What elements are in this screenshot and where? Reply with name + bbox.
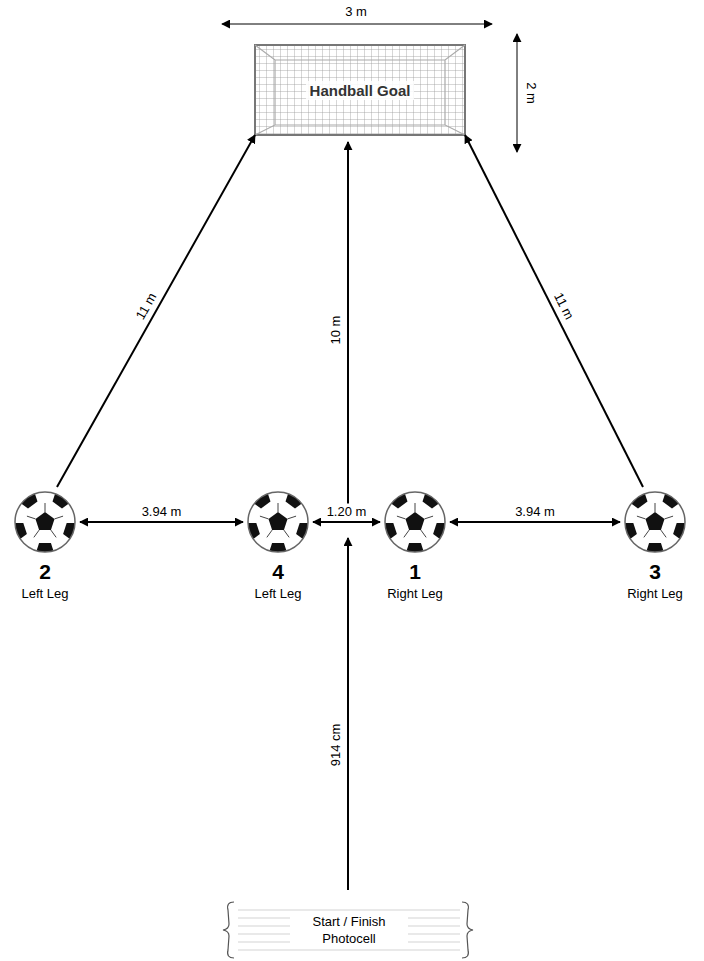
distance-arrow: [450, 521, 620, 523]
goal-label: Handball Goal: [306, 81, 415, 100]
station-number: 4: [233, 560, 323, 584]
leg-label: Left Leg: [233, 586, 323, 601]
distance-label: 11 m: [132, 288, 161, 323]
station-number: 1: [370, 560, 460, 584]
width-dimension: [222, 24, 492, 25]
photocell-gate: [223, 902, 473, 958]
handball-goal-net: [255, 45, 465, 135]
run-arrow: [347, 538, 349, 890]
soccer-ball: [623, 490, 687, 554]
ball-station: 1Right Leg: [370, 490, 460, 601]
leg-label: Right Leg: [610, 586, 700, 601]
distance-arrow: [313, 521, 380, 523]
distance-label: 3.94 m: [513, 504, 557, 519]
goal-box: Handball Goal: [255, 45, 465, 135]
distance-arrow: [57, 135, 255, 487]
photocell-label: Start / Finish Photocell: [290, 911, 408, 949]
station-number: 3: [610, 560, 700, 584]
leg-label: Right Leg: [370, 586, 460, 601]
ball-station: 3Right Leg: [610, 490, 700, 601]
soccer-ball: [13, 490, 77, 554]
photocell-box: Start / Finish Photocell: [228, 902, 470, 958]
height-dimension: [517, 34, 518, 152]
distance-label: 1.20 m: [325, 504, 369, 519]
ball-station: 4Left Leg: [233, 490, 323, 601]
height-dimension-label: 2 m: [524, 80, 539, 106]
ball-station: 2Left Leg: [0, 490, 90, 601]
distance-label: 10 m: [328, 314, 343, 347]
soccer-ball: [383, 490, 447, 554]
distance-arrow: [465, 135, 643, 487]
soccer-ball: [246, 490, 310, 554]
width-dimension-label: 3 m: [343, 4, 369, 19]
distance-arrow: [80, 521, 243, 523]
station-number: 2: [0, 560, 90, 584]
distance-label: 914 cm: [328, 722, 343, 769]
ten-metre-arrow: [347, 142, 349, 512]
leg-label: Left Leg: [0, 586, 90, 601]
distance-label: 11 m: [550, 288, 578, 323]
distance-label: 3.94 m: [140, 504, 184, 519]
